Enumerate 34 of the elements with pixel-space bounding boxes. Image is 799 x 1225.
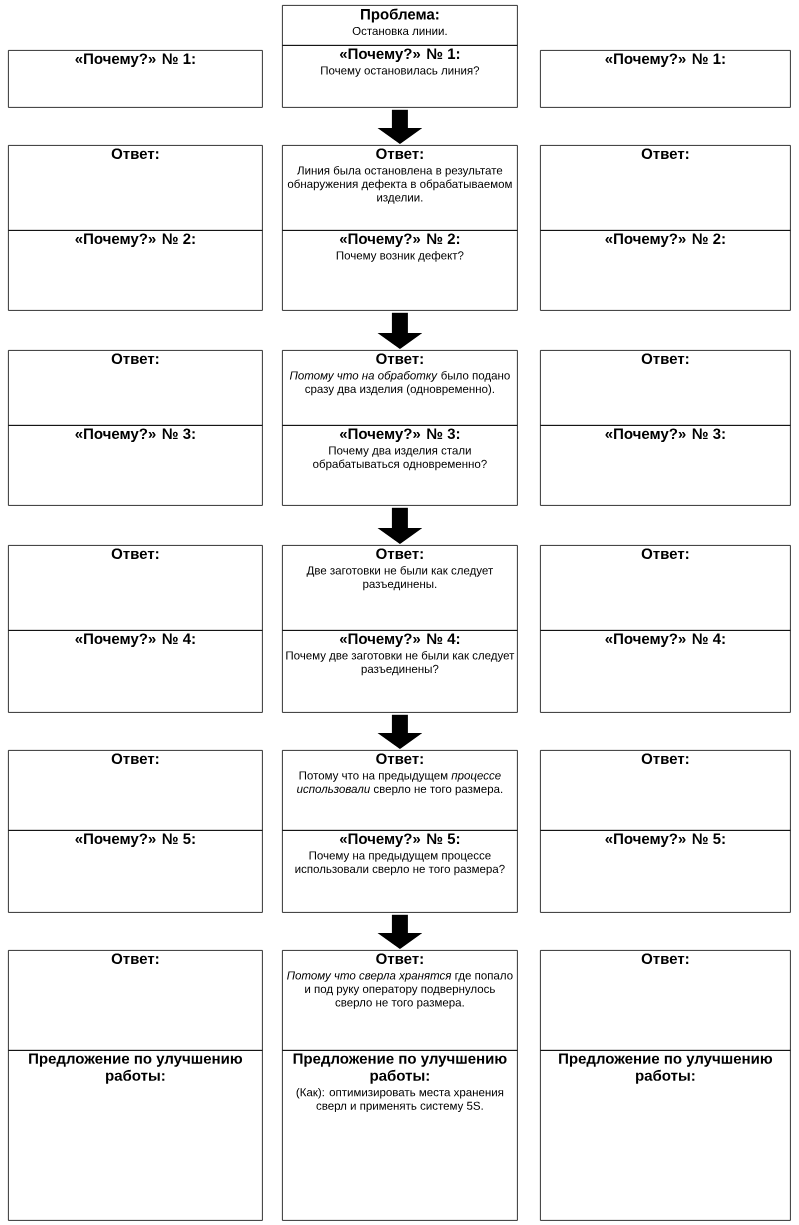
text-box: Предложение по улучшению работы: (Как): оптимизировать места хранения сверл и применять систему 5S. xyxy=(282,1050,518,1221)
text-box: Ответ: Потому что на обработку было подано сразу два изделия (одновременно). xyxy=(282,350,518,426)
text-box: «Почему?» № 2: xyxy=(8,230,263,311)
text-box: Предложение по улучшению работы: xyxy=(540,1050,791,1221)
text-box: Ответ: xyxy=(540,950,791,1051)
text-box: Проблема: Остановка линии. xyxy=(282,5,518,46)
text-box: «Почему?» № 4: Почему две заготовки не были как следует разъединены? xyxy=(282,630,518,713)
text-box: «Почему?» № 5: xyxy=(540,830,791,913)
text-box: Ответ: xyxy=(8,750,263,831)
text-box: Ответ: Потому что на предыдущем процессе использовали сверло не того размера. xyxy=(282,750,518,831)
text-box: «Почему?» № 1: xyxy=(8,50,263,108)
text-box: «Почему?» № 2: xyxy=(540,230,791,311)
text-box: «Почему?» № 3: xyxy=(540,425,791,506)
text-box: «Почему?» № 4: xyxy=(8,630,263,713)
text-box: «Почему?» № 5: Почему на предыдущем процессе использовали сверло не того размера? xyxy=(282,830,518,913)
text-box: Ответ: xyxy=(8,545,263,631)
text-box: «Почему?» № 1: Почему остановилась линия? xyxy=(282,45,518,108)
text-box: Предложение по улучшению работы: xyxy=(8,1050,263,1221)
text-box: «Почему?» № 4: xyxy=(540,630,791,713)
text-box: Ответ: Две заготовки не были как следует разъединены. xyxy=(282,545,518,631)
text-box: Ответ: xyxy=(540,145,791,231)
text-box: «Почему?» № 5: xyxy=(8,830,263,913)
text-box: Ответ: xyxy=(8,350,263,426)
text-box: «Почему?» № 2: Почему возник дефект? xyxy=(282,230,518,311)
text-box: Ответ: Линия была остановлена в результате обнаружения дефекта в обрабатываемом изделии. xyxy=(282,145,518,231)
text-box: Ответ: xyxy=(540,545,791,631)
text-box: Ответ: xyxy=(540,350,791,426)
text-box: Ответ: xyxy=(8,145,263,231)
text-box: Ответ: xyxy=(8,950,263,1051)
text-box: Ответ: Потому что сверла хранятся где попало и под руку оператору подвернулось сверло не того размера. xyxy=(282,950,518,1051)
text-box: Ответ: xyxy=(540,750,791,831)
text-box: «Почему?» № 3: xyxy=(8,425,263,506)
text-box: «Почему?» № 1: xyxy=(540,50,791,108)
text-box: «Почему?» № 3: Почему два изделия стали обрабатываться одновременно? xyxy=(282,425,518,506)
